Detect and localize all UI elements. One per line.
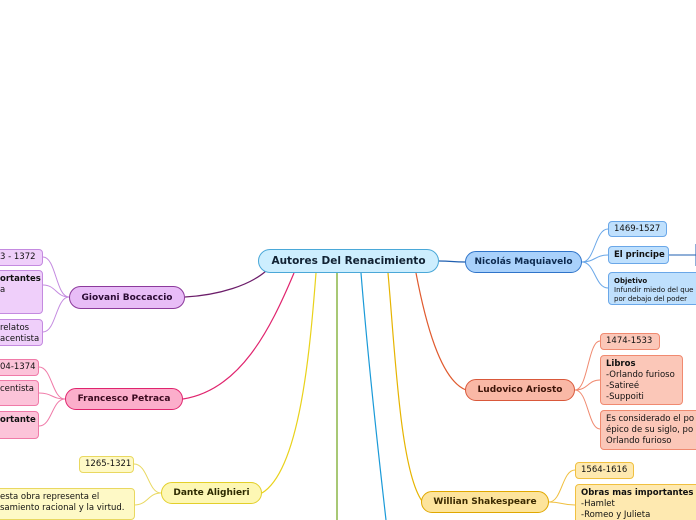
petraca-centista-text: centista — [0, 384, 34, 394]
shakespeare-work-1: -Hamlet — [581, 499, 615, 509]
link-shakespeare — [387, 272, 423, 502]
node-shakespeare[interactable]: Willian Shakespeare — [421, 491, 549, 513]
link-boccaccio — [184, 270, 267, 298]
node-maquiavelo[interactable]: Nicolás Maquiavelo — [465, 251, 582, 273]
node-maquiavelo-label: Nicolás Maquiavelo — [474, 257, 573, 267]
link-maquiavelo — [438, 260, 466, 263]
maquiavelo-book-text: El principe — [614, 250, 665, 260]
leaf-boccaccio-importantes[interactable]: ortantes a — [0, 270, 43, 314]
node-boccaccio[interactable]: Giovani Boccaccio — [69, 286, 185, 309]
node-shakespeare-label: Willian Shakespeare — [433, 497, 537, 507]
leaf-petraca-years[interactable]: 04-1374 — [0, 359, 39, 376]
node-dante-label: Dante Alighieri — [173, 488, 250, 498]
ariosto-years-text: 1474-1533 — [606, 336, 653, 346]
leaf-shakespeare-works[interactable]: Obras mas importantes -Hamlet -Romeo y J… — [575, 484, 696, 520]
leaf-shakespeare-years[interactable]: 1564-1616 — [575, 462, 634, 479]
leaf-petraca-importante[interactable]: ortante — [0, 411, 39, 439]
node-petraca-label: Francesco Petraca — [77, 394, 171, 404]
shakespeare-work-2: -Romeo y Julieta — [581, 510, 651, 520]
root-label: Autores Del Renacimiento — [271, 255, 426, 267]
ariosto-note-line-2: épico de su siglo, po — [606, 425, 694, 435]
leaf-boccaccio-relatos[interactable]: relatos acentista — [0, 319, 43, 346]
petraca-years-text: 04-1374 — [0, 362, 36, 372]
maquiavelo-years-text: 1469-1527 — [614, 224, 661, 234]
boccaccio-importantes-text: ortantes — [0, 274, 41, 284]
ariosto-book-2: -Satireé — [606, 381, 640, 391]
leaf-maquiavelo-book[interactable]: El principe — [608, 246, 669, 264]
ariosto-note-line-1: Es considerado el po — [606, 414, 695, 424]
leaf-maquiavelo-objective[interactable]: Objetivo Infundir miedo del que por deba… — [608, 272, 696, 305]
dante-note-line-1: esta obra representa el — [0, 492, 100, 502]
boccaccio-relatos-line-2: acentista — [0, 334, 40, 344]
node-dante[interactable]: Dante Alighieri — [161, 482, 262, 504]
maquiavelo-objective-title: Objetivo — [614, 277, 648, 285]
maquiavelo-objective-line-1: Infundir miedo del que — [614, 286, 694, 294]
ariosto-book-3: -Suppoiti — [606, 392, 644, 402]
link-ariosto — [415, 272, 467, 391]
node-boccaccio-label: Giovani Boccaccio — [81, 292, 173, 303]
leaf-ariosto-books[interactable]: Libros -Orlando furioso -Satireé -Suppoi… — [600, 355, 683, 405]
boccaccio-relatos-line-1: relatos — [0, 323, 30, 333]
leaf-maquiavelo-years[interactable]: 1469-1527 — [608, 221, 667, 237]
boccaccio-years-text: 3 - 1372 — [0, 252, 36, 262]
leaf-dante-years[interactable]: 1265-1321 — [79, 456, 134, 473]
leaf-ariosto-years[interactable]: 1474-1533 — [600, 333, 660, 350]
node-petraca[interactable]: Francesco Petraca — [65, 388, 183, 410]
ariosto-book-1: -Orlando furioso — [606, 370, 675, 380]
maquiavelo-objective-line-2: por debajo del poder — [614, 295, 688, 303]
link-petraca — [182, 272, 295, 400]
shakespeare-works-title: Obras mas importantes — [581, 488, 694, 498]
leaf-boccaccio-years[interactable]: 3 - 1372 — [0, 249, 43, 266]
dante-years-text: 1265-1321 — [85, 459, 132, 469]
node-ariosto-label: Ludovico Ariosto — [477, 385, 563, 395]
node-ariosto[interactable]: Ludovico Ariosto — [465, 379, 575, 401]
root-node[interactable]: Autores Del Renacimiento — [258, 249, 439, 273]
leaf-ariosto-note[interactable]: Es considerado el po épico de su siglo, … — [600, 410, 696, 450]
petraca-importante-text: ortante — [0, 415, 36, 425]
ariosto-books-title: Libros — [606, 359, 636, 369]
link-dante — [261, 272, 317, 494]
boccaccio-importantes-line-2: a — [0, 285, 6, 295]
leaf-petraca-centista[interactable]: centista — [0, 380, 39, 406]
link-lower-blue — [360, 272, 387, 520]
leaf-dante-note[interactable]: esta obra representa el samiento raciona… — [0, 488, 135, 520]
shakespeare-years-text: 1564-1616 — [581, 465, 628, 475]
dante-note-line-2: samiento racional y la virtud. — [0, 503, 125, 513]
ariosto-note-line-3: Orlando furioso — [606, 436, 672, 446]
